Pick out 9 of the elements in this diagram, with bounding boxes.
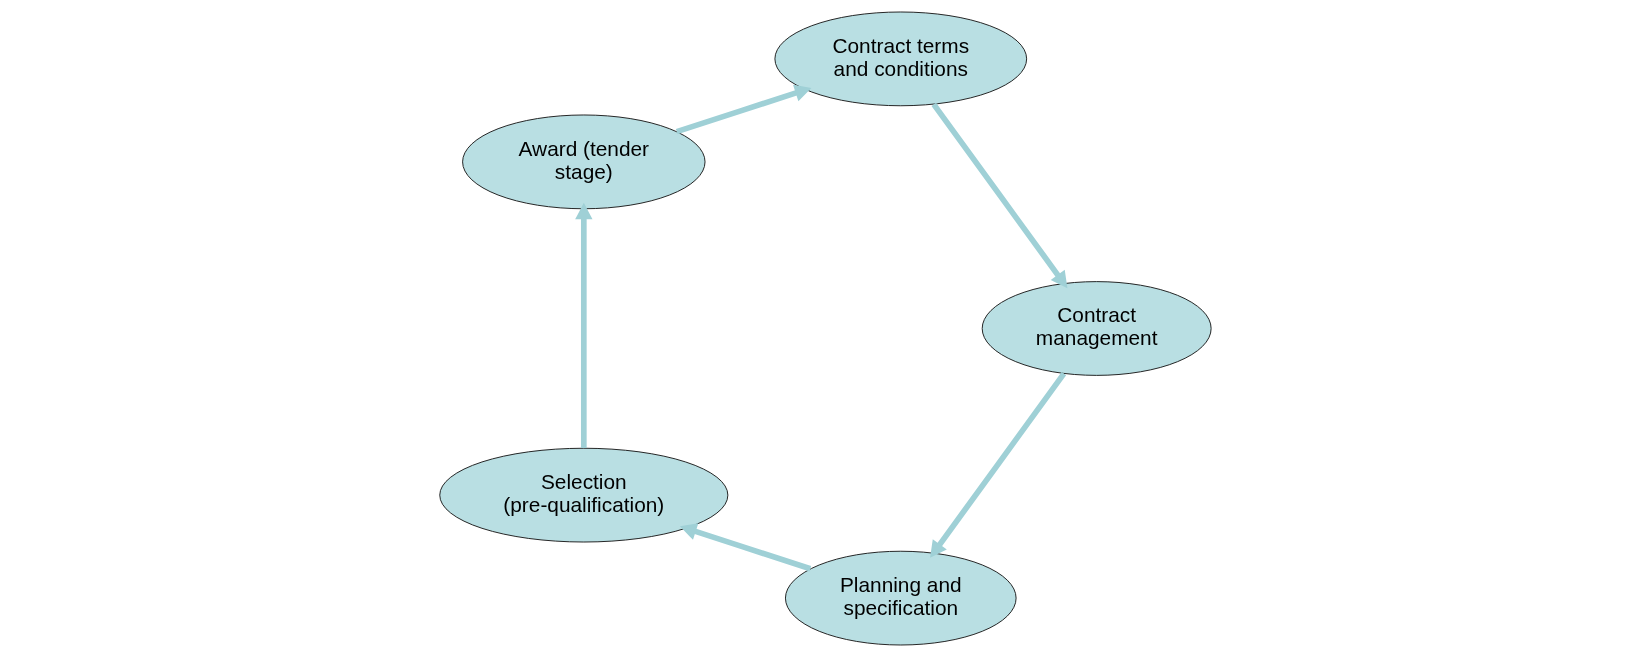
node-ellipse: Contract management — [981, 281, 1212, 376]
arrow — [574, 202, 592, 449]
arrow — [929, 371, 1066, 558]
arrow — [931, 102, 1067, 289]
node-ellipse: Contract terms and conditions — [773, 11, 1027, 107]
arrow — [679, 523, 811, 572]
arrow — [675, 84, 811, 135]
node-ellipse: Planning and specification — [784, 550, 1017, 646]
node-ellipse: Award (tender stage) — [461, 114, 706, 210]
